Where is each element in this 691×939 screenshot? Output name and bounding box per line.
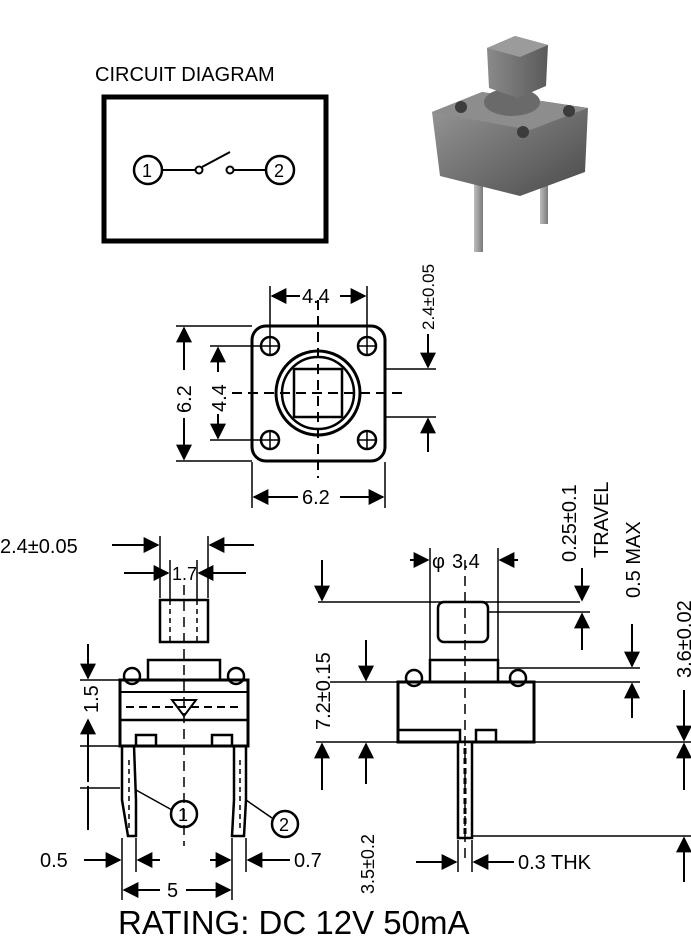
side-diameter-3.4: 3.4: [452, 551, 480, 573]
front-pin-left: [120, 745, 138, 838]
circuit-box: [101, 94, 329, 244]
side-total-height: 7.2±0.15: [313, 652, 335, 730]
side-view: φ 3.4 0.25±0.1 TRAVEL 0.5 MAX 3.6±0.02 7…: [313, 482, 691, 894]
photo-hole-1: [455, 101, 467, 113]
photo-plunger-cap-top: [487, 36, 548, 57]
front-pin-1-circle: [169, 799, 199, 829]
pin-2-circle: [264, 154, 296, 186]
rating-text: RATING: DC 12V 50mA: [118, 904, 469, 939]
side-body: [396, 680, 536, 744]
switch-contact-right: [225, 165, 235, 175]
switch-photo: [432, 36, 588, 252]
front-pin-1: 1: [178, 805, 188, 825]
photo-hole-2: [563, 105, 575, 117]
circuit-pin-1: 1: [142, 161, 152, 181]
circuit-diagram-title: CIRCUIT DIAGRAM: [95, 64, 275, 86]
top-offset-2.4: 2.4±0.05: [419, 264, 438, 330]
front-offset-2.4: 2.4±0.05: [0, 536, 78, 558]
front-pitch-5: 5: [167, 880, 178, 902]
side-travel-value: 0.25±0.1: [559, 484, 581, 562]
side-stem: [428, 658, 500, 684]
top-width-4.4: 4.4: [302, 286, 330, 308]
side-lead-thickness: 0.3 THK: [518, 852, 592, 874]
photo-plunger-base: [484, 88, 540, 116]
front-plunger-1.7: 1.7: [172, 564, 197, 584]
switch-contact-left: [194, 165, 204, 175]
side-overtravel: 0.5 MAX: [623, 521, 645, 598]
circuit-diagram: CIRCUIT DIAGRAM 1 2: [95, 64, 329, 244]
top-view-hole-tr: [356, 335, 378, 357]
top-view: 4.4 6.2 6.2 4.4 2.4±0.05: [174, 264, 438, 509]
side-travel-label: TRAVEL: [591, 482, 613, 558]
front-pin-0.7: 0.7: [294, 850, 322, 872]
front-pin-0.5: 0.5: [40, 850, 68, 872]
side-plunger: [436, 600, 490, 644]
top-width-6.2: 6.2: [302, 487, 330, 509]
side-lead-length: 3.5±0.2: [358, 834, 378, 894]
front-pin-2: 2: [279, 815, 289, 835]
top-height-4.4: 4.4: [209, 384, 231, 412]
side-phi-symbol: φ: [432, 551, 445, 573]
front-view: 2.4±0.05 1.7 1.5 1 2 0.5 0.7: [0, 536, 322, 902]
circuit-pin-2: 2: [274, 161, 284, 181]
photo-hole-3: [517, 126, 529, 138]
side-body-height: 3.6±0.02: [674, 600, 691, 678]
photo-pin-right: [540, 170, 548, 224]
top-height-6.2: 6.2: [174, 385, 196, 413]
front-pin-right: [230, 746, 248, 838]
top-view-hole-br: [356, 429, 378, 451]
switch-lever: [201, 151, 231, 168]
photo-pin-left: [474, 180, 483, 252]
front-height-1.5: 1.5: [81, 685, 103, 713]
front-pin-2-circle: [270, 809, 300, 839]
